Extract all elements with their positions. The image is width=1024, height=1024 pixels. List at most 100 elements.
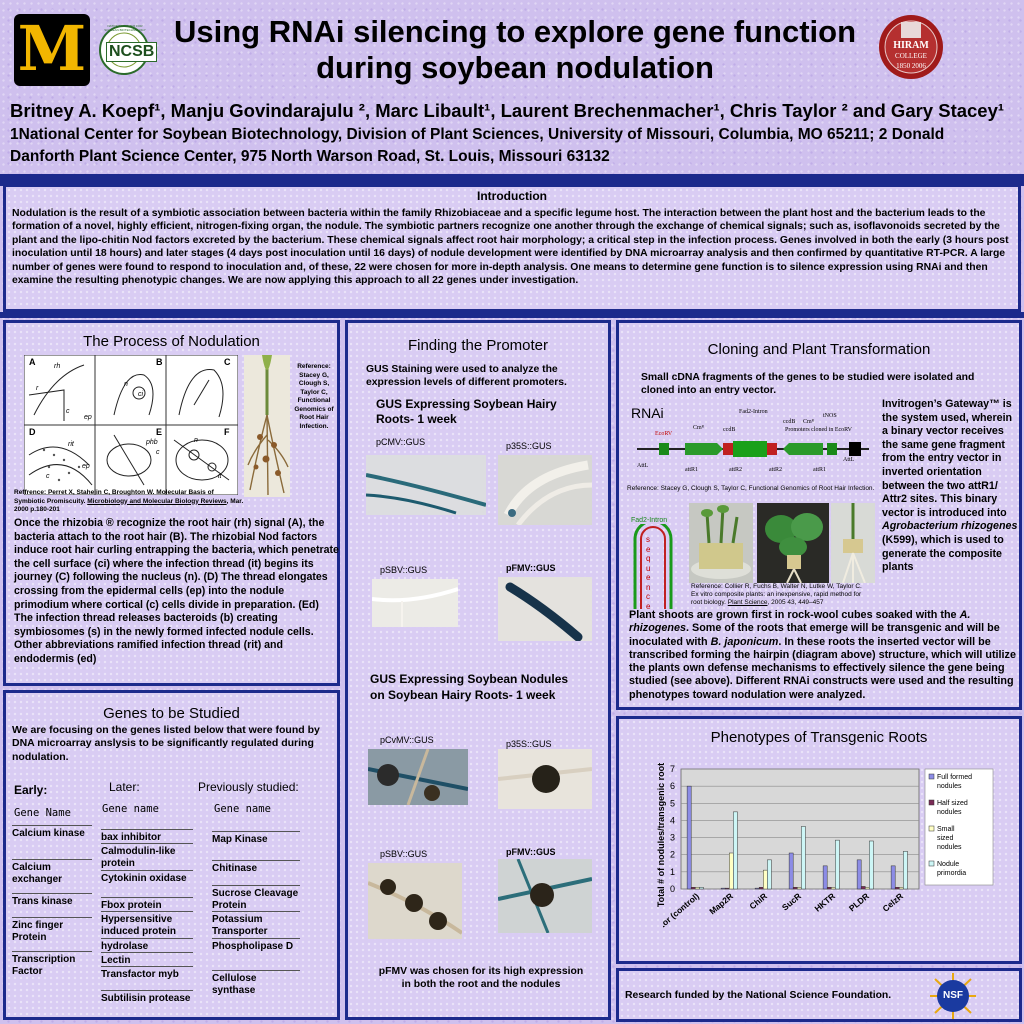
chart-x-tick-label: SucR bbox=[780, 891, 803, 913]
fig-part-phb: phb bbox=[146, 439, 158, 446]
fig-part-c2: c bbox=[46, 473, 50, 480]
process-reference-journal: Microbiology and Molecular Biology Revie… bbox=[87, 497, 227, 505]
promoter-conclusion: pFMV was chosen for its high expression … bbox=[378, 966, 584, 991]
later-gene: Cytokinin oxidase bbox=[101, 870, 193, 897]
chart-bar bbox=[826, 887, 832, 890]
vector-label-attl2: AttL bbox=[843, 457, 855, 463]
pcvmv-label: pCvMV::GUS bbox=[380, 735, 434, 745]
p35s-root-photo bbox=[498, 455, 592, 525]
vector-label-attr1: attR1 bbox=[685, 467, 698, 473]
vector-label-cmr: Cmᴿ bbox=[693, 425, 705, 431]
chart-x-tick-label: Empty vector (control) bbox=[663, 891, 701, 957]
chart-legend-swatch bbox=[928, 825, 935, 832]
photo-reference-journal: Plant Science bbox=[727, 599, 768, 606]
genes-panel: Genes to be Studied We are focusing on t… bbox=[3, 690, 340, 1020]
fig-label-b: B bbox=[156, 357, 163, 367]
cloning-panel: Cloning and Plant Transformation Small c… bbox=[616, 320, 1022, 710]
gateway-text-1: Invitrogen’s Gateway™ is the system used… bbox=[882, 398, 1013, 519]
mu-logo-letter: M bbox=[17, 12, 87, 85]
nsf-logo: NSF bbox=[925, 973, 981, 1019]
chart-bar bbox=[754, 887, 760, 890]
early-gene: Calcium exchanger bbox=[12, 859, 92, 893]
chart-y-tick-label: 3 bbox=[670, 833, 675, 843]
vector-label-attr1b: attR1 bbox=[813, 467, 826, 473]
process-reference-2: , Mar. 2000 p.180-201 bbox=[14, 497, 244, 514]
chart-x-tick-label: ChiR bbox=[747, 891, 769, 911]
hiram-text-3: 1850 2006 bbox=[896, 62, 926, 70]
later-gene: Fbox protein bbox=[101, 897, 193, 911]
pcvmv-nodule-photo bbox=[368, 749, 468, 805]
chart-bar bbox=[724, 887, 730, 890]
n-pfmv-nodule-photo bbox=[498, 859, 592, 933]
fig-part-ci: ci bbox=[138, 391, 144, 398]
later-label: Later: bbox=[109, 780, 140, 794]
ncsb-logo-ring-text: NATIONAL CENTER FOR SOYBEAN BIOTECHNOLOG… bbox=[104, 24, 146, 32]
later-gene: bax inhibitor bbox=[101, 829, 193, 843]
early-gene-list: Calcium kinase Calcium exchanger Trans k… bbox=[12, 825, 92, 985]
vector-label-attl: AttL bbox=[637, 463, 649, 469]
funding-panel: Research funded by the National Science … bbox=[616, 968, 1022, 1022]
authors: Britney A. Koepf¹, Manju Govindarajulu ²… bbox=[10, 100, 1005, 121]
phenotypes-panel: Phenotypes of Transgenic Roots Total # o… bbox=[616, 716, 1022, 964]
chart-legend-swatch bbox=[928, 799, 935, 806]
chart-bar bbox=[831, 887, 836, 890]
later-gene: Calmodulin-like protein bbox=[101, 843, 193, 870]
affiliations: 1National Center for Soybean Biotechnolo… bbox=[10, 126, 945, 165]
early-gene: Transcription Factor bbox=[12, 951, 92, 985]
rnai-vector-diagram bbox=[637, 441, 869, 457]
psbv-label: pSBV::GUS bbox=[380, 565, 428, 575]
previous-gene: Phospholipase D bbox=[212, 938, 300, 970]
chart-bar bbox=[695, 887, 700, 890]
fig-part-c3: c bbox=[156, 449, 160, 456]
chart-bar bbox=[890, 865, 896, 890]
cloning-heading: Cloning and Plant Transformation bbox=[707, 341, 931, 358]
vector-label-ccdb2: ccdB bbox=[783, 419, 796, 425]
ncsb-logo-text: NCSB bbox=[106, 42, 158, 62]
pcmv-root-photo bbox=[366, 455, 486, 515]
chart-bar bbox=[801, 826, 806, 890]
a-rhizogenes: A. rhizogenes bbox=[629, 609, 971, 635]
chart-bar bbox=[788, 852, 794, 890]
process-reference-1: Reffrence: Perret X, Stahelin C, Brought… bbox=[14, 489, 214, 505]
gateway-text: Invitrogen’s Gateway™ is the system used… bbox=[882, 398, 1020, 575]
introduction-heading: Introduction bbox=[477, 189, 547, 203]
chart-x-tick-label: CelzR bbox=[880, 891, 905, 914]
photo-reference: Reference: Collier R, Fuchs B, Walter N,… bbox=[691, 583, 871, 607]
chart-bar bbox=[699, 887, 704, 890]
pfmv-label: pFMV::GUS bbox=[506, 563, 556, 573]
early-gene: Zinc finger Protein bbox=[12, 917, 92, 951]
early-label: Early: bbox=[14, 783, 48, 797]
chart-bar bbox=[758, 887, 764, 890]
hiram-text-2: COLLEGE bbox=[895, 52, 927, 60]
chart-bar bbox=[856, 859, 862, 890]
previous-gene-list: Map Kinase Chitinase Sucrose Cleavage Pr… bbox=[212, 831, 300, 998]
chart-x-tick-label: HKTR bbox=[812, 891, 837, 914]
chart-bar bbox=[894, 887, 900, 890]
later-col-header: Gene name bbox=[102, 803, 159, 815]
mu-logo: M bbox=[14, 14, 90, 86]
chart-bar bbox=[835, 839, 840, 890]
chart-legend-swatch bbox=[928, 773, 935, 780]
chart-y-tick-label: 4 bbox=[670, 815, 675, 825]
process-panel: The Process of Nodulation A B C D E F rh… bbox=[3, 320, 340, 686]
chart-bar bbox=[733, 811, 738, 890]
pcmv-label: pCMV::GUS bbox=[376, 437, 426, 447]
later-gene-list: bax inhibitor Calmodulin-like protein Cy… bbox=[101, 829, 193, 1017]
phenotypes-heading: Phenotypes of Transgenic Roots bbox=[710, 729, 928, 746]
chart-bar bbox=[903, 851, 908, 890]
later-gene: hydrolase bbox=[101, 938, 193, 952]
composite-plants-photo-1 bbox=[689, 503, 753, 583]
early-col-header: Gene Name bbox=[14, 807, 71, 819]
nodules-subheading: GUS Expressing Soybean Nodules on Soybea… bbox=[370, 672, 569, 702]
introduction-text: Nodulation is the result of a symbiotic … bbox=[12, 208, 1009, 287]
previous-gene: Sucrose Cleavage Protein bbox=[212, 885, 300, 911]
nsf-logo-text: NSF bbox=[943, 990, 963, 1001]
later-gene: Subtilisin protease bbox=[101, 990, 193, 1017]
hairpin-diagram bbox=[633, 519, 673, 609]
genes-heading: Genes to be Studied bbox=[103, 705, 240, 722]
chart-bar bbox=[690, 887, 696, 890]
chart-bar bbox=[763, 869, 768, 890]
